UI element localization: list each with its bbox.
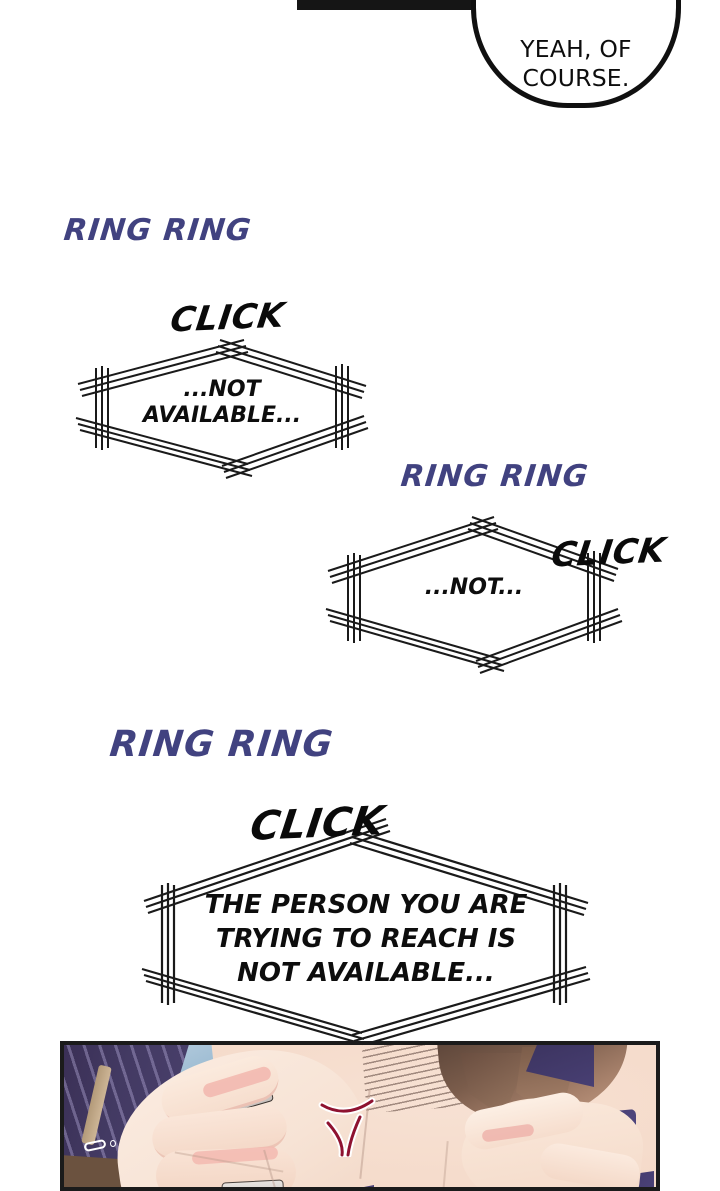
electronic-balloon-person-unreachable: THE PERSON YOU ARE TRYING TO REACH IS NO… bbox=[140, 817, 592, 1049]
sfx-click-1: CLICK bbox=[167, 295, 288, 341]
electronic-balloon-frame-1 bbox=[75, 339, 369, 479]
red-stress-mark bbox=[316, 1091, 384, 1157]
electronic-balloon-not-available: ...NOT AVAILABLE... bbox=[74, 339, 370, 479]
sfx-click-2: CLICK bbox=[548, 530, 669, 576]
sfx-click-3: CLICK bbox=[247, 798, 388, 850]
electronic-balloon-text-2: ...NOT... bbox=[424, 575, 524, 600]
speech-balloon-text: YEAH, OF COURSE. bbox=[520, 34, 632, 92]
electronic-balloon-text-1: ...NOT AVAILABLE... bbox=[142, 377, 302, 428]
electronic-balloon-not: ...NOT... bbox=[325, 516, 623, 674]
electronic-balloon-text-3: THE PERSON YOU ARE TRYING TO REACH IS NO… bbox=[204, 890, 528, 988]
comic-panel-closeup-face bbox=[60, 1041, 660, 1191]
electronic-balloon-frame-3 bbox=[141, 817, 591, 1049]
panel-edge-remnant bbox=[297, 0, 490, 10]
sfx-ring-ring-3: RING RING bbox=[107, 724, 336, 765]
sfx-ring-ring-1: RING RING bbox=[62, 213, 254, 248]
electronic-balloon-frame-2 bbox=[325, 516, 623, 674]
sfx-ring-ring-2: RING RING bbox=[399, 459, 591, 494]
white-dot-detail-1 bbox=[110, 1140, 116, 1147]
speech-balloon-yeah-of-course: YEAH, OF COURSE. bbox=[471, 0, 681, 108]
